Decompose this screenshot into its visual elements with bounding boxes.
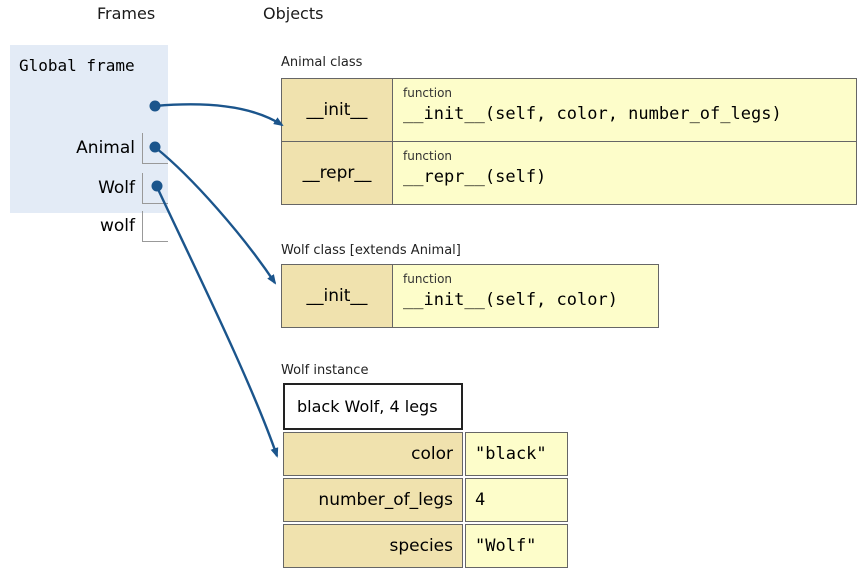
method-name-cell: __init__: [281, 78, 393, 142]
attribute-value-cell: "black": [465, 432, 568, 476]
attribute-value-cell: "Wolf": [465, 524, 568, 568]
variable-name: Animal: [76, 138, 135, 158]
class-method-row: __init__ function __init__(self, color, …: [281, 78, 857, 142]
method-value-cell: function __repr__(self): [393, 141, 857, 205]
wolf-instance-label: Wolf instance: [281, 363, 369, 378]
instance-attribute-row: color "black": [283, 432, 568, 476]
attribute-name-cell: species: [283, 524, 463, 568]
method-value-cell: function __init__(self, color): [393, 264, 659, 328]
function-signature: __repr__(self): [403, 167, 547, 187]
function-signature: __init__(self, color, number_of_legs): [403, 104, 782, 124]
frame-variable-animal: Animal: [10, 133, 168, 164]
attribute-name-cell: number_of_legs: [283, 478, 463, 522]
class-method-row: __repr__ function __repr__(self): [281, 141, 857, 205]
value-type-label: function: [403, 149, 453, 163]
instance-attribute-row: species "Wolf": [283, 524, 568, 568]
animal-class-label: Animal class: [281, 55, 363, 70]
animal-class-table: __init__ function __init__(self, color, …: [281, 78, 857, 205]
variable-name: Wolf: [98, 178, 135, 198]
method-value-cell: function __init__(self, color, number_of…: [393, 78, 857, 142]
arrow-wolf-to-wolf-instance: [155, 186, 279, 458]
global-frame-title: Global frame: [19, 56, 135, 75]
variable-value-slot: [142, 133, 168, 164]
objects-column-heading: Objects: [263, 4, 324, 23]
variable-value-slot: [142, 211, 168, 242]
wolf-instance-attribute-table: color "black" number_of_legs 4 species "…: [283, 432, 568, 570]
variable-value-slot: [142, 173, 168, 204]
attribute-name-cell: color: [283, 432, 463, 476]
variable-name: wolf: [99, 216, 135, 236]
instance-repr-box: black Wolf, 4 legs: [283, 383, 463, 430]
value-type-label: function: [403, 272, 453, 286]
class-method-row: __init__ function __init__(self, color): [281, 264, 659, 328]
arrow-animal-to-animal-class: [154, 103, 284, 127]
function-signature: __init__(self, color): [403, 290, 618, 310]
instance-attribute-row: number_of_legs 4: [283, 478, 568, 522]
method-name-cell: __repr__: [281, 141, 393, 205]
wolf-class-table: __init__ function __init__(self, color): [281, 264, 659, 328]
frame-variable-wolf-class: Wolf: [10, 173, 168, 204]
attribute-value-cell: 4: [465, 478, 568, 522]
method-name-cell: __init__: [281, 264, 393, 328]
arrow-wolf-to-wolf-class: [155, 147, 277, 285]
frame-variable-wolf-instance: wolf: [10, 211, 168, 242]
wolf-class-label: Wolf class [extends Animal]: [281, 243, 461, 258]
value-type-label: function: [403, 86, 453, 100]
frames-column-heading: Frames: [97, 4, 156, 23]
global-frame: Global frame Animal Wolf wolf: [10, 45, 168, 242]
